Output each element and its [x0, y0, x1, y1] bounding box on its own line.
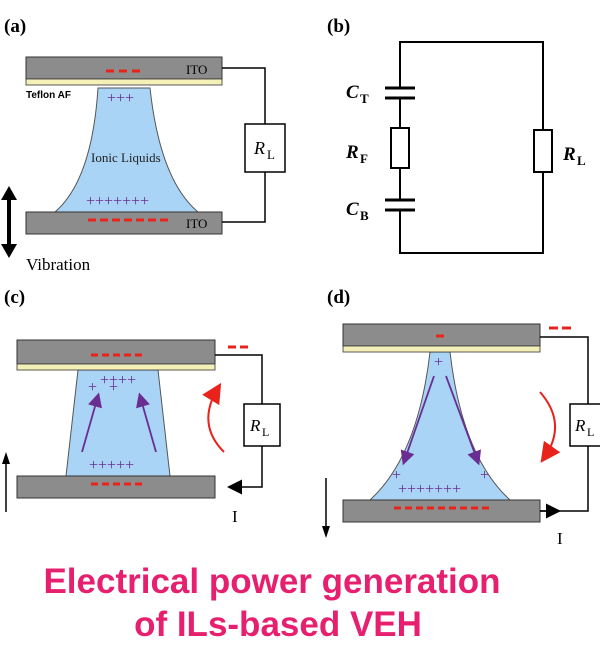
circuit-wire-c-bottom	[227, 446, 263, 495]
resistor-rl-b	[533, 129, 553, 173]
panel-d: (d) + + + +++++++	[322, 287, 600, 548]
circuit-wire-b-bottom	[399, 172, 544, 254]
caption-line-2: of ILs-based VEH	[134, 605, 422, 644]
vibration-arrow	[1, 186, 17, 258]
caption-line-1: Electrical power generation	[43, 562, 501, 601]
panel-a: (a) ITO Teflon AF +++ Ionic Liquids ++++…	[1, 16, 286, 274]
ion-flow-arrow-right-d	[445, 375, 481, 466]
ion-flow-arrow-right-c	[136, 392, 157, 453]
top-positive-charge-d: +	[434, 354, 443, 371]
bottom-electrode-c	[16, 475, 216, 499]
side-positive-charge-d-right: +	[480, 467, 489, 484]
rl-label-b: R	[562, 144, 576, 165]
vibration-label: Vibration	[26, 255, 91, 274]
current-direction-arrow-d	[539, 391, 561, 463]
teflon-coating-c	[16, 363, 216, 371]
ionic-liquids-label: Ionic Liquids	[91, 150, 161, 165]
top-ito-label: ITO	[186, 62, 207, 77]
panel-c: (c) ++++ + + +++++	[2, 287, 281, 526]
cb-label: C	[346, 199, 359, 220]
teflon-coating	[25, 78, 223, 86]
cb-sub: B	[360, 208, 369, 223]
bottom-positive-charges: +++++++	[86, 193, 149, 210]
circuit-wire-a	[222, 67, 266, 124]
panel-a-label: (a)	[4, 16, 26, 37]
rl-label-c: R	[249, 416, 261, 435]
motion-up-arrow	[2, 452, 10, 512]
top-positive-charges: +++	[107, 90, 134, 107]
top-positive-charges-c: ++++	[100, 372, 136, 389]
teflon-coating-d	[342, 345, 541, 353]
load-resistor-c	[243, 403, 281, 447]
side-positive-charges-c: + +	[88, 379, 118, 396]
circuit-wire-b	[399, 41, 544, 130]
circuit-wire-c	[215, 354, 263, 404]
current-label-c: I	[232, 507, 238, 526]
side-positive-charge-d-left: +	[392, 467, 401, 484]
circuit-wire-d	[540, 336, 589, 404]
ion-flow-arrow-left-c	[81, 392, 102, 453]
rl-sub-c: L	[262, 425, 269, 439]
rl-sub-a: L	[267, 147, 275, 162]
circuit-wire-a-bottom	[222, 172, 266, 223]
current-label-d: I	[557, 529, 563, 548]
rl-label-d: R	[574, 416, 586, 435]
rl-label-a: R	[253, 138, 265, 158]
load-resistor-a	[244, 123, 286, 173]
rl-sub-d: L	[587, 425, 594, 439]
ion-flow-arrow-left-d	[400, 375, 435, 466]
panel-b-label: (b)	[327, 16, 350, 37]
ct-sub: T	[360, 91, 369, 106]
teflon-label: Teflon AF	[26, 90, 71, 101]
bottom-electrode-d	[342, 499, 541, 523]
panel-b: (b) C T R F C B R L	[327, 16, 586, 254]
bottom-electrode	[25, 211, 223, 235]
load-resistor-d	[569, 403, 600, 447]
rf-label: R	[345, 142, 359, 163]
circuit-wire-d-bottom	[540, 446, 589, 512]
panel-d-label: (d)	[327, 287, 350, 308]
bottom-ito-label: ITO	[186, 216, 207, 231]
bottom-positive-charges-c: +++++	[89, 457, 134, 474]
top-electrode-c	[16, 339, 216, 365]
rf-sub: F	[360, 151, 368, 166]
current-direction-arrow-c	[202, 382, 225, 453]
rl-sub-b: L	[577, 153, 586, 168]
motion-down-arrow	[322, 478, 330, 538]
ct-label: C	[346, 82, 359, 103]
bottom-positive-charges-d: +++++++	[398, 481, 461, 498]
panel-c-label: (c)	[4, 287, 25, 308]
resistor-rf	[390, 127, 410, 169]
